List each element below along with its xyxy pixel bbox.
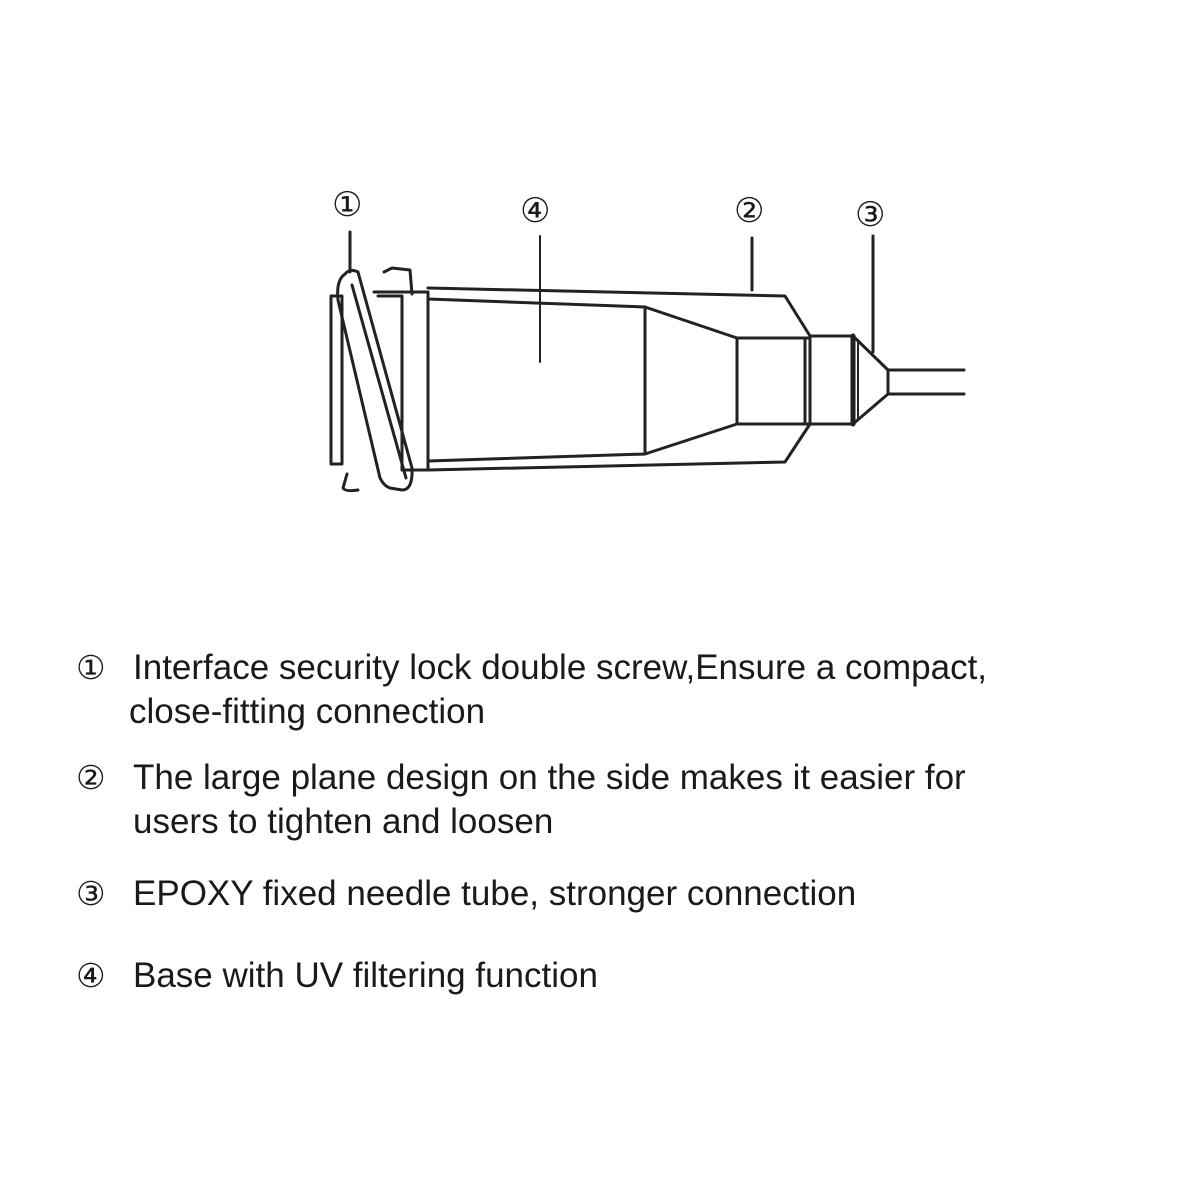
callout-1-label: ①: [332, 185, 362, 225]
locking-flange: [329, 266, 414, 493]
legend-number: ③: [76, 874, 106, 913]
legend-line-1: The large plane design on the side makes…: [133, 758, 966, 797]
legend-line-2: users to tighten and loosen: [133, 802, 554, 841]
hub-body: [426, 286, 812, 472]
callout-3-label: ③: [855, 195, 885, 235]
legend-number: ④: [76, 956, 106, 995]
legend-description: EPOXY fixed needle tube, stronger connec…: [133, 872, 1133, 916]
legend-line-1: EPOXY fixed needle tube, stronger connec…: [133, 874, 857, 913]
callout-4-label: ④: [520, 191, 550, 231]
needle-hub-diagram: ① ④ ② ③: [329, 185, 966, 493]
hub-collar: [372, 290, 430, 472]
legend-description: Interface security lock double screw,Ens…: [129, 646, 1133, 734]
callout-2-label: ②: [734, 191, 764, 231]
legend-line-1: Interface security lock double screw,Ens…: [133, 648, 988, 687]
legend-description: The large plane design on the side makes…: [133, 756, 1133, 844]
legend-number: ①: [76, 648, 106, 687]
needle-base: [808, 333, 890, 427]
legend-number: ②: [76, 758, 106, 797]
legend-line-2: close-fitting connection: [129, 692, 486, 731]
needle-tube: [886, 368, 966, 396]
legend-description: Base with UV filtering function: [133, 954, 1133, 998]
legend-line-1: Base with UV filtering function: [133, 956, 598, 995]
